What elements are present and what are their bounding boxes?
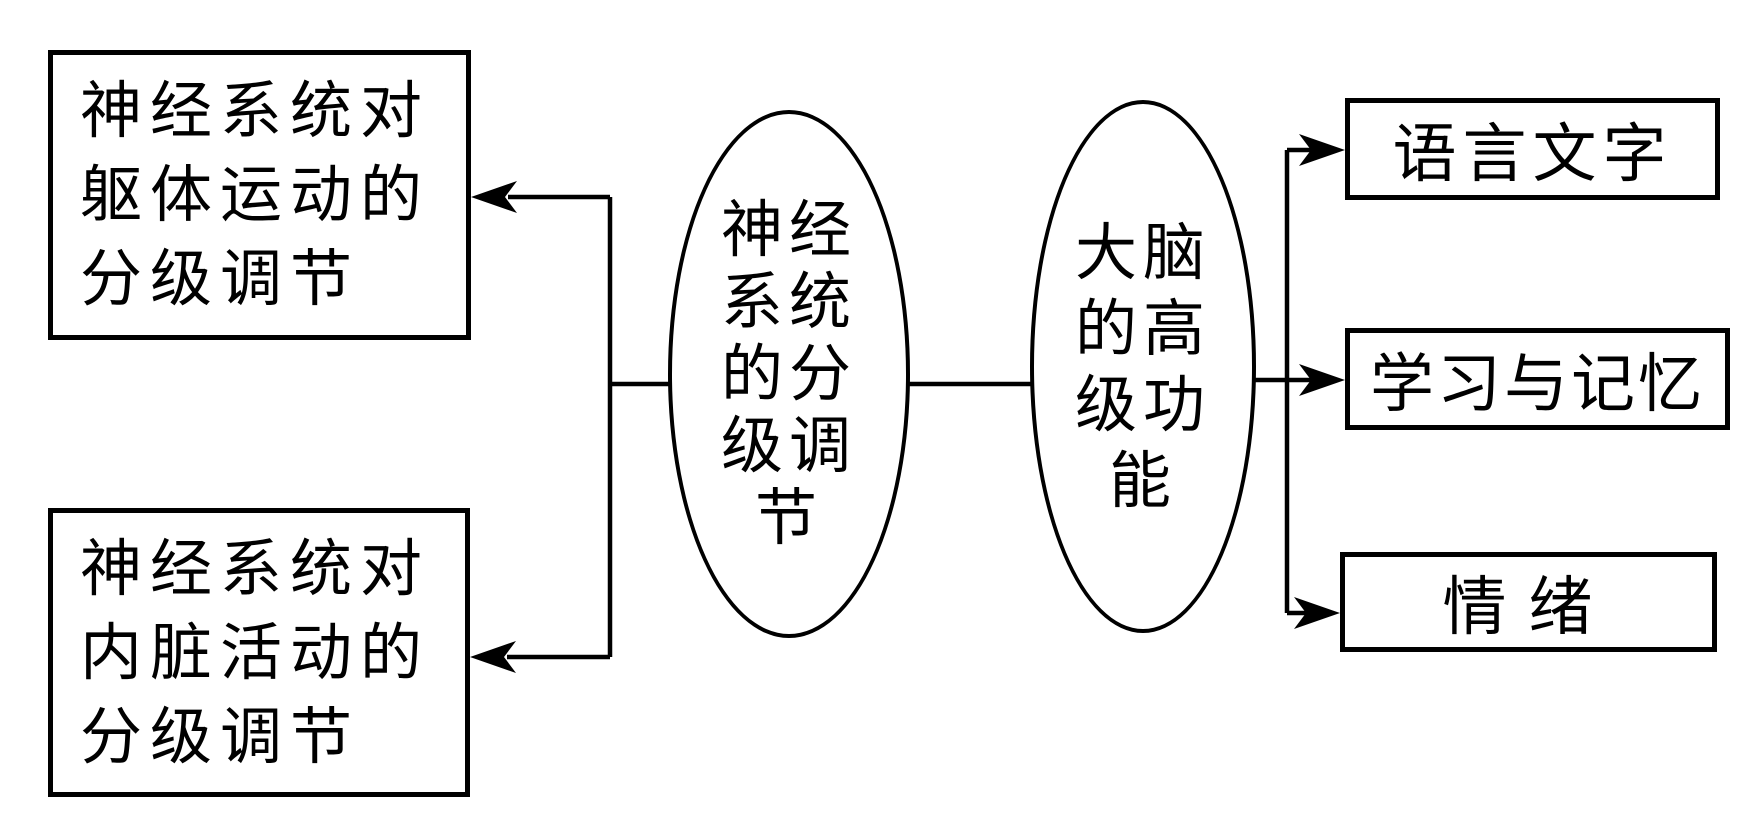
- box-emotion: 情绪: [1340, 552, 1717, 652]
- box-language-text: 语言文字: [1345, 98, 1720, 200]
- ellipse-text-line: 节: [754, 481, 823, 554]
- box-text-line: 神经系统对: [80, 531, 431, 605]
- box-text-line: 内脏活动的: [80, 615, 431, 689]
- box-visceral-activity-regulation: 神经系统对 内脏活动的 分级调节: [48, 508, 470, 797]
- box-text-line: 分级调节: [80, 699, 361, 773]
- ellipse-text-line: 大脑: [1074, 215, 1211, 289]
- ellipse-text-line: 的高: [1074, 291, 1211, 365]
- ellipse-text-line: 能: [1108, 443, 1177, 517]
- ellipse-nervous-system-hierarchical-regulation: 神经 系统 的分 级调 节: [668, 110, 910, 638]
- arrow-to-emotion-head: [1294, 597, 1340, 629]
- ellipse-text-line: 系统: [720, 265, 857, 338]
- box-text-line: 情绪: [1442, 571, 1615, 645]
- ellipse-text-line: 神经: [720, 193, 857, 266]
- ellipse-text-line: 级功: [1074, 367, 1211, 441]
- box-somatic-motor-regulation: 神经系统对 躯体运动的 分级调节: [48, 50, 471, 340]
- ellipse-brain-higher-functions: 大脑 的高 级功 能: [1030, 100, 1256, 633]
- arrow-to-somatic-head: [471, 181, 517, 213]
- box-text-line: 躯体运动的: [80, 158, 431, 231]
- box-text-line: 语言文字: [1392, 118, 1673, 192]
- arrow-to-language-head: [1299, 134, 1345, 166]
- arrow-to-visceral-head: [470, 641, 516, 673]
- box-learning-and-memory: 学习与记忆: [1345, 328, 1730, 430]
- box-text-line: 神经系统对: [80, 74, 431, 147]
- box-text-line: 分级调节: [80, 242, 361, 315]
- ellipse-text-line: 的分: [720, 337, 857, 410]
- box-text-line: 学习与记忆: [1370, 348, 1705, 422]
- arrow-to-learning-head: [1299, 364, 1345, 396]
- ellipse-text-line: 级调: [720, 409, 857, 482]
